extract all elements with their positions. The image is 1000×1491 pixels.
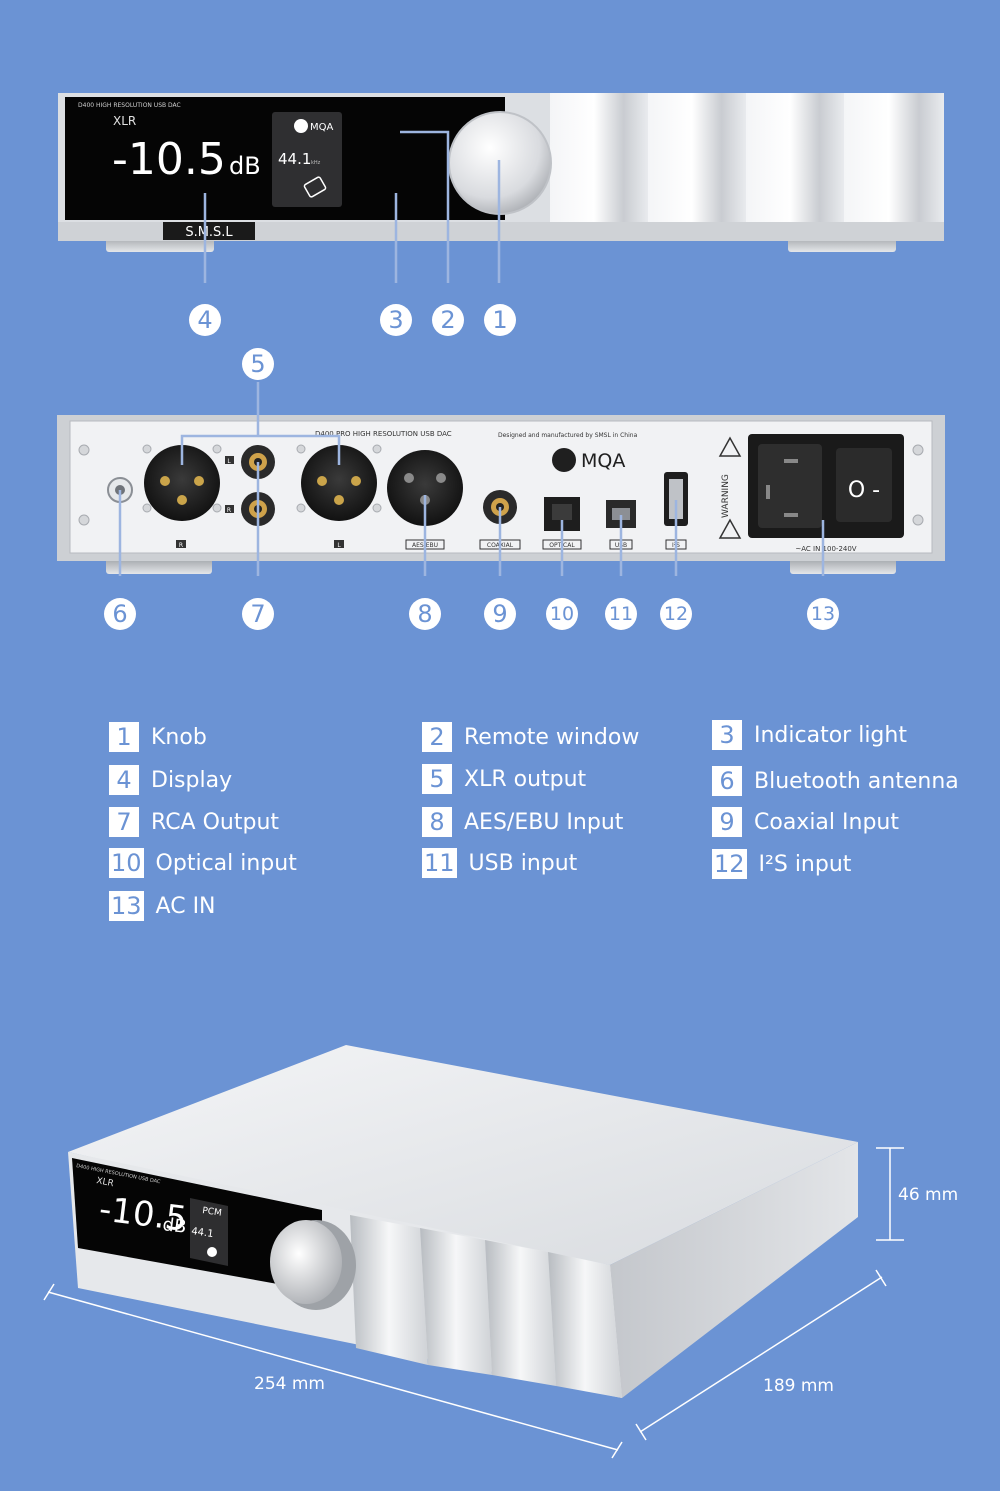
perspective-badge-icon bbox=[207, 1247, 217, 1257]
remote-icon bbox=[303, 176, 327, 198]
callout-5 bbox=[242, 348, 274, 380]
switch-symbol-icon: O - bbox=[848, 478, 880, 503]
callout-9 bbox=[484, 598, 516, 630]
width-dimension-label: 254 mm bbox=[254, 1374, 325, 1394]
warning-triangle-icon bbox=[718, 436, 742, 457]
dimension-lines bbox=[43, 1147, 904, 1459]
front-mqa-text: MQA bbox=[310, 122, 333, 133]
svg-text:11: 11 bbox=[609, 603, 633, 625]
callout-8 bbox=[409, 598, 441, 630]
callout-2 bbox=[432, 304, 464, 336]
front-rate-text: 44.1 bbox=[278, 150, 311, 168]
power-switch bbox=[836, 448, 892, 522]
svg-text:2: 2 bbox=[440, 306, 455, 334]
callout-10 bbox=[546, 598, 578, 630]
rear-foot-left bbox=[106, 558, 212, 574]
perspective-fin bbox=[350, 1215, 428, 1365]
front-volume-unit: dB bbox=[229, 152, 261, 180]
warning-text: WARNING bbox=[721, 474, 731, 518]
brand-text: S.M.S.L bbox=[185, 225, 233, 240]
perspective-fin bbox=[548, 1252, 622, 1398]
front-fin bbox=[746, 93, 844, 241]
perspective-volume-unit: dB bbox=[161, 1214, 187, 1238]
svg-text:9: 9 bbox=[492, 600, 507, 628]
xlr-r-label: R bbox=[179, 542, 183, 549]
front-mode-text: XLR bbox=[113, 114, 136, 128]
right-side bbox=[610, 1142, 858, 1398]
perspective-knob bbox=[270, 1220, 342, 1304]
perspective-diagram: D400 HIGH RESOLUTION USB DAC XLR -10.5 d… bbox=[43, 1045, 904, 1459]
front-callouts: 4 3 2 1 bbox=[189, 304, 516, 336]
svg-text:12: 12 bbox=[664, 603, 688, 625]
svg-text:3: 3 bbox=[388, 306, 403, 334]
perspective-rate-text: 44.1 bbox=[191, 1226, 215, 1240]
callout-13 bbox=[807, 598, 839, 630]
callout-7 bbox=[242, 598, 274, 630]
callout-12 bbox=[660, 598, 692, 630]
callout-4 bbox=[189, 304, 221, 336]
svg-text:5: 5 bbox=[250, 350, 265, 378]
rca-r-label: R bbox=[227, 507, 231, 514]
warning-triangle-icon bbox=[718, 518, 742, 539]
perspective-format-text: PCM bbox=[202, 1206, 223, 1219]
xlr-output-right bbox=[144, 445, 220, 521]
top-surface bbox=[68, 1045, 858, 1265]
front-panel-diagram: D400 HIGH RESOLUTION USB DAC XLR -10.5 d… bbox=[58, 93, 944, 336]
rear-made-in-text: Designed and manufactured by SMSL in Chi… bbox=[498, 432, 638, 439]
ac-in-label: ~AC IN 100-240V bbox=[795, 545, 856, 553]
svg-text:7: 7 bbox=[250, 600, 265, 628]
callout-11 bbox=[605, 598, 637, 630]
svg-text:13: 13 bbox=[811, 603, 835, 625]
front-info-panel bbox=[272, 112, 342, 207]
front-fin bbox=[550, 93, 648, 241]
mqa-logo-icon bbox=[294, 119, 308, 133]
depth-dimension-label: 189 mm bbox=[763, 1376, 834, 1396]
rear-panel-diagram: 5 D400 PRO HIGH RESOLUTION USB DAC Desig… bbox=[57, 348, 945, 630]
svg-text:4: 4 bbox=[197, 306, 212, 334]
front-fin bbox=[844, 93, 944, 241]
perspective-mode-text: XLR bbox=[95, 1176, 114, 1189]
perspective-fin bbox=[485, 1240, 556, 1386]
xlr-output-left bbox=[301, 445, 377, 521]
rca-l-label: L bbox=[227, 458, 231, 465]
perspective-info-panel bbox=[190, 1198, 228, 1266]
height-dimension-label: 46 mm bbox=[898, 1185, 959, 1205]
rear-header-text: D400 PRO HIGH RESOLUTION USB DAC bbox=[315, 430, 452, 438]
svg-text:6: 6 bbox=[112, 600, 127, 628]
xlr-l-label: L bbox=[337, 542, 341, 549]
aes-ebu-input bbox=[387, 450, 463, 526]
rear-mqa-logo-icon bbox=[552, 448, 576, 472]
brand-badge bbox=[163, 222, 255, 240]
rear-callouts: 6 7 8 9 10 11 12 13 bbox=[104, 598, 839, 630]
front-volume-text: -10.5 bbox=[112, 134, 226, 185]
rear-mqa-text: MQA bbox=[581, 450, 625, 472]
callout-1 bbox=[484, 304, 516, 336]
rear-foot-right bbox=[790, 558, 896, 574]
svg-text:10: 10 bbox=[550, 603, 574, 625]
callout-6 bbox=[104, 598, 136, 630]
svg-text:8: 8 bbox=[417, 600, 432, 628]
front-rate-unit: kHz bbox=[311, 160, 321, 166]
perspective-fin bbox=[420, 1228, 492, 1375]
svg-text:1: 1 bbox=[492, 306, 507, 334]
front-header-text: D400 HIGH RESOLUTION USB DAC bbox=[78, 102, 181, 109]
front-fin bbox=[648, 93, 746, 241]
callout-3 bbox=[380, 304, 412, 336]
